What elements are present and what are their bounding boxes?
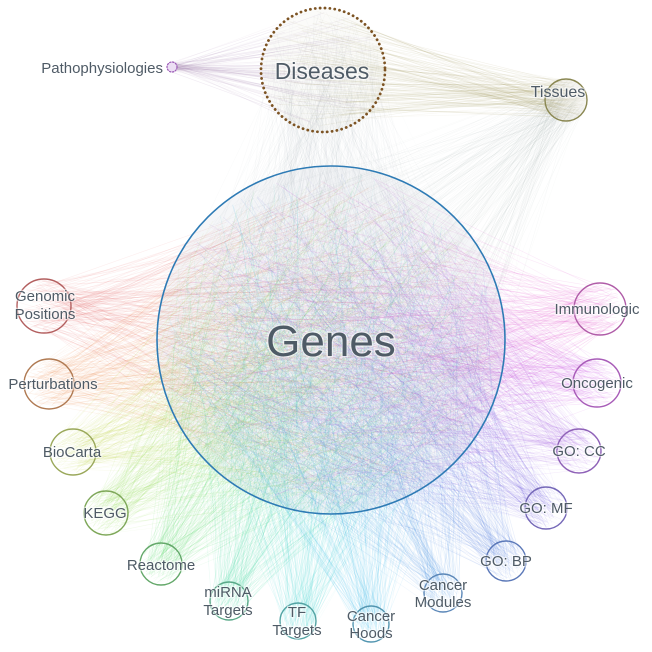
edge-bundle-diseases-pathophysiologies [167, 12, 379, 128]
node-label-genes: Genes [266, 317, 396, 366]
node-pathophysiologies[interactable] [166, 61, 178, 73]
node-genes[interactable] [156, 165, 506, 515]
node-label-reactome: Reactome [127, 557, 195, 574]
node-label-mirna_targets: miRNA [204, 584, 252, 601]
edge-bundle-biocarta-genes [51, 177, 495, 496]
edge-bundle-genomic_positions-genes [18, 179, 495, 504]
node-diseases[interactable] [259, 6, 387, 134]
edge-bundle-cancer_hoods-genes [167, 184, 480, 641]
node-cancer_modules[interactable] [423, 573, 463, 613]
node-label-cancer_hoods: Cancer [347, 608, 395, 625]
node-label-go_cc: GO: CC [552, 443, 606, 460]
node-label-immunologic: Immunologic [554, 301, 640, 318]
node-tissues[interactable] [544, 78, 588, 122]
node-tf_targets[interactable] [279, 602, 317, 640]
node-label-diseases: Diseases [275, 58, 370, 84]
edge-bundle-reactome-genes [141, 183, 493, 583]
node-label-tf_targets: TF [288, 604, 306, 621]
node-label-cancer_hoods: Hoods [349, 625, 392, 642]
edge-bundle-immunologic-genes [174, 178, 625, 507]
node-label-go_mf: GO: MF [519, 500, 572, 517]
edge-bundle-go_cc-genes [166, 176, 601, 497]
node-perturbations[interactable] [23, 358, 75, 410]
node-label-tf_targets: Targets [272, 622, 321, 639]
edge-bundle-go_mf-genes [173, 176, 566, 529]
node-mirna_targets[interactable] [209, 581, 249, 621]
edge-bundle-kegg-genes [85, 181, 496, 535]
node-label-mirna_targets: Targets [203, 602, 252, 619]
node-go_cc[interactable] [556, 428, 602, 474]
edge-bundle-go_bp-genes [162, 174, 526, 581]
node-kegg[interactable] [83, 490, 129, 536]
node-genomic_positions[interactable] [16, 278, 72, 334]
node-go_mf[interactable] [524, 486, 568, 530]
node-label-go_bp: GO: BP [480, 553, 532, 570]
edge-bundle-mirna_targets-genes [178, 174, 492, 620]
node-label-biocarta: BioCarta [43, 444, 102, 461]
node-label-kegg: KEGG [83, 505, 126, 522]
node-label-tissues: Tissues [531, 84, 586, 101]
node-label-oncogenic: Oncogenic [561, 375, 633, 392]
edge-bundle-perturbations-genes [26, 181, 497, 507]
node-label-perturbations: Perturbations [8, 376, 97, 393]
node-reactome[interactable] [139, 542, 183, 586]
edge-bundle-tf_targets-genes [167, 179, 496, 638]
node-immunologic[interactable] [573, 282, 627, 336]
edge-bundle-diseases-genes [165, 11, 497, 508]
node-oncogenic[interactable] [572, 358, 622, 408]
node-label-genomic_positions: Positions [15, 306, 76, 323]
edge-bundle-oncogenic-genes [162, 179, 620, 502]
node-cancer_hoods[interactable] [352, 605, 390, 643]
node-biocarta[interactable] [49, 428, 97, 476]
node-label-cancer_modules: Cancer [419, 577, 467, 594]
node-label-pathophysiologies: Pathophysiologies [41, 60, 163, 77]
node-go_bp[interactable] [485, 540, 527, 582]
node-label-cancer_modules: Modules [415, 594, 472, 611]
edge-bundle-cancer_modules-genes [165, 189, 494, 612]
node-label-genomic_positions: Genomic [15, 288, 76, 305]
